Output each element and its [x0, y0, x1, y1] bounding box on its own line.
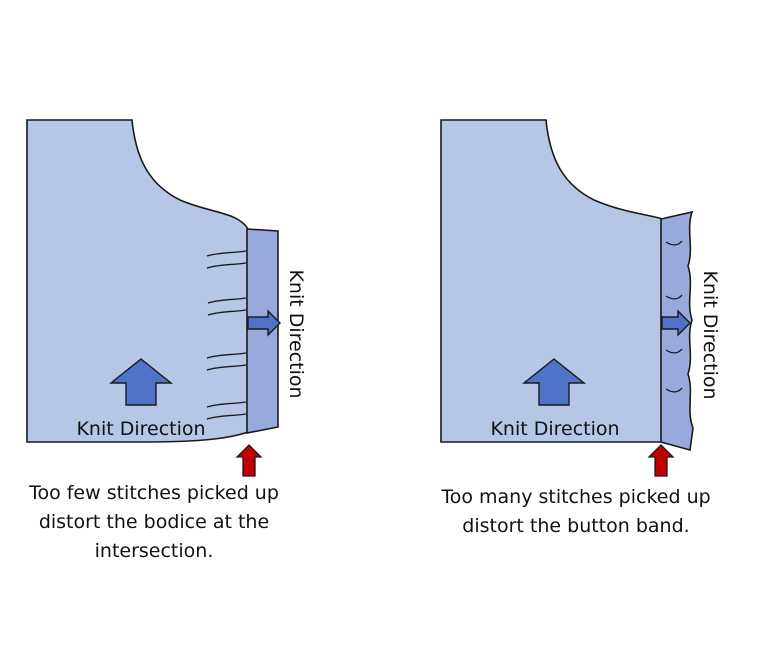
right-bodice-direction-label: Knit Direction [490, 418, 619, 440]
left-caption: Too few stitches picked up distort the b… [4, 479, 304, 566]
left-button-band [246, 228, 279, 434]
right-caption-line: distort the button band. [462, 515, 690, 537]
left-caption-line: Too few stitches picked up [29, 482, 279, 504]
right-band-direction-label: Knit Direction [699, 270, 721, 399]
left-bodice-direction-arrow [109, 358, 173, 406]
left-distortion-lines [206, 250, 247, 420]
left-band-direction-arrow [247, 309, 281, 337]
right-caption-line: Too many stitches picked up [441, 486, 711, 508]
right-band-direction-arrow [661, 309, 691, 337]
left-bodice-direction-label: Knit Direction [76, 418, 205, 440]
right-diagram: Knit Direction Knit Direction [440, 119, 721, 477]
left-caption-line: intersection. [94, 540, 214, 562]
right-bodice-direction-arrow [522, 358, 586, 406]
left-intersection-marker-arrow [235, 444, 263, 477]
right-caption: Too many stitches picked up distort the … [426, 483, 726, 541]
right-bodice-piece [440, 119, 663, 443]
right-button-band [660, 210, 694, 452]
left-caption-line: distort the bodice at the [38, 511, 270, 533]
right-distortion-lines [665, 240, 683, 393]
left-diagram: Knit Direction Knit Direction [26, 119, 307, 477]
left-bodice-piece [26, 119, 249, 443]
right-intersection-marker-arrow [647, 444, 675, 477]
left-band-direction-label: Knit Direction [285, 269, 307, 398]
